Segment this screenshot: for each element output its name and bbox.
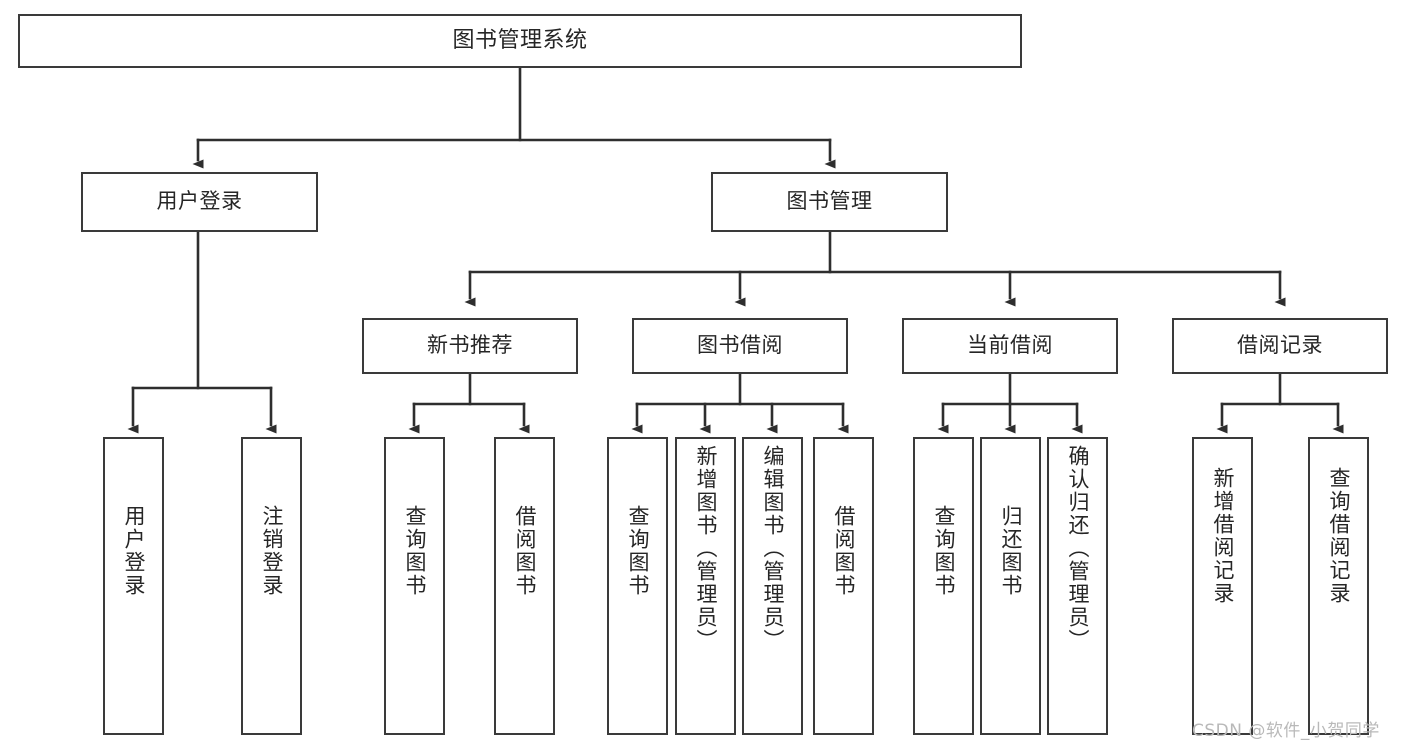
node-label: 查询图书 [403, 505, 427, 597]
leaf-borrow-borrow-book[interactable]: 借阅图书 [813, 437, 874, 735]
node-label: 图书管理系统 [452, 27, 588, 53]
leaf-record-query-record[interactable]: 查询借阅记录 [1308, 437, 1369, 735]
leaf-recommend-query-book[interactable]: 查询图书 [384, 437, 445, 735]
leaf-user-login-logout[interactable]: 注销登录 [241, 437, 302, 735]
node-label: 当前借阅 [967, 333, 1053, 358]
leaf-borrow-add-book-admin[interactable]: 新增图书（管理员） [675, 437, 736, 735]
leaf-borrow-query-book[interactable]: 查询图书 [607, 437, 668, 735]
node-current-borrow[interactable]: 当前借阅 [902, 318, 1118, 374]
node-label: 用户登录 [122, 505, 146, 597]
node-root-system[interactable]: 图书管理系统 [18, 14, 1022, 68]
node-book-management[interactable]: 图书管理 [711, 172, 948, 232]
node-label: 查询借阅记录 [1327, 467, 1351, 605]
leaf-record-add-record[interactable]: 新增借阅记录 [1192, 437, 1253, 735]
node-label: 借阅图书 [513, 505, 537, 597]
node-label: 确认归还（管理员） [1066, 445, 1090, 652]
node-borrow-record[interactable]: 借阅记录 [1172, 318, 1388, 374]
node-label: 借阅记录 [1237, 333, 1323, 358]
leaf-recommend-borrow-book[interactable]: 借阅图书 [494, 437, 555, 735]
node-book-borrow[interactable]: 图书借阅 [632, 318, 848, 374]
node-label: 图书管理 [786, 189, 873, 214]
node-label: 新增图书（管理员） [694, 445, 718, 652]
csdn-watermark: CSDN @软件_小贺同学 [1192, 721, 1380, 741]
node-label: 新书推荐 [427, 333, 513, 358]
node-label: 新增借阅记录 [1211, 467, 1235, 605]
node-label: 归还图书 [999, 505, 1023, 597]
node-user-login[interactable]: 用户登录 [81, 172, 318, 232]
node-label: 查询图书 [932, 505, 956, 597]
leaf-current-confirm-return-admin[interactable]: 确认归还（管理员） [1047, 437, 1108, 735]
node-label: 图书借阅 [697, 333, 783, 358]
leaf-current-query-book[interactable]: 查询图书 [913, 437, 974, 735]
leaf-current-return-book[interactable]: 归还图书 [980, 437, 1041, 735]
node-label: 借阅图书 [832, 505, 856, 597]
node-label: 用户登录 [156, 189, 243, 214]
node-label: 查询图书 [626, 505, 650, 597]
node-label: 编辑图书（管理员） [761, 445, 785, 652]
node-new-book-recommend[interactable]: 新书推荐 [362, 318, 578, 374]
leaf-user-login-login[interactable]: 用户登录 [103, 437, 164, 735]
leaf-borrow-edit-book-admin[interactable]: 编辑图书（管理员） [742, 437, 803, 735]
node-label: 注销登录 [260, 505, 284, 597]
